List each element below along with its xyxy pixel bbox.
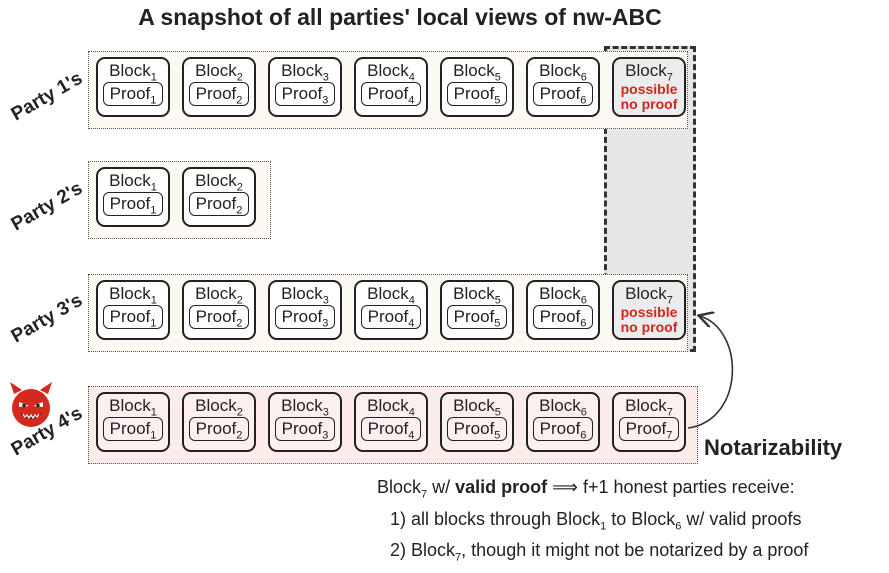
line2-sub-b: 6 bbox=[675, 520, 682, 533]
block-label: Block1 bbox=[109, 171, 157, 194]
proof-box: Proof5 bbox=[447, 417, 507, 441]
block-label: Block3 bbox=[281, 61, 329, 84]
proof-box: Proof2 bbox=[189, 417, 249, 441]
proof-box: Proof4 bbox=[361, 82, 421, 106]
block-label: Block6 bbox=[539, 396, 587, 419]
block-label: Block7 bbox=[625, 61, 673, 84]
block-label: Block6 bbox=[539, 284, 587, 307]
line1-block: Block bbox=[377, 477, 422, 497]
proof-box: Proof4 bbox=[361, 417, 421, 441]
party-2-label: Party 2's bbox=[7, 177, 87, 236]
proof-box: Proof2 bbox=[189, 192, 249, 216]
proof-box: Proof5 bbox=[447, 305, 507, 329]
diagram-title: A snapshot of all parties' local views o… bbox=[138, 4, 662, 30]
line1-block-sub: 7 bbox=[421, 488, 428, 501]
block-label: Block2 bbox=[195, 284, 243, 307]
line1-rest: ⟹ f+1 honest parties receive: bbox=[547, 477, 795, 497]
proof-box: Proof2 bbox=[189, 305, 249, 329]
block-label: Block6 bbox=[539, 61, 587, 84]
line3-sub-a: 7 bbox=[455, 551, 462, 564]
party-3-label: Party 3's bbox=[7, 289, 87, 348]
line3-part-a: 2) Block bbox=[390, 540, 456, 560]
party-1-label: Party 1's bbox=[7, 67, 87, 126]
block-label: Block5 bbox=[453, 396, 501, 419]
proof-box: Proof5 bbox=[447, 82, 507, 106]
proof-box: Proof2 bbox=[189, 82, 249, 106]
proof-box: Proof1 bbox=[103, 305, 163, 329]
block-label: Block7 bbox=[625, 284, 673, 307]
line2-part-b: to Block bbox=[606, 509, 676, 529]
proof-box: Proof3 bbox=[275, 417, 335, 441]
proof-box: Proof3 bbox=[275, 305, 335, 329]
proof-box: Proof6 bbox=[533, 82, 593, 106]
proof-box: Proof1 bbox=[103, 82, 163, 106]
devil-icon bbox=[10, 382, 52, 427]
notarizability-heading: Notarizability bbox=[704, 435, 843, 460]
block-label: Block2 bbox=[195, 396, 243, 419]
block-label: Block2 bbox=[195, 171, 243, 194]
block-label: Block3 bbox=[281, 284, 329, 307]
notarizability-line-2: 1) all blocks through Block1 to Block6 w… bbox=[390, 509, 802, 533]
block-label: Block2 bbox=[195, 61, 243, 84]
line2-sub-a: 1 bbox=[600, 520, 607, 533]
block-label: Block5 bbox=[453, 284, 501, 307]
block-label: Block5 bbox=[453, 61, 501, 84]
notarizability-line-3: 2) Block7, though it might not be notari… bbox=[390, 540, 809, 564]
block-label: Block3 bbox=[281, 396, 329, 419]
line2-part-c: w/ valid proofs bbox=[681, 509, 802, 529]
line1-valid-proof: valid proof bbox=[455, 477, 548, 497]
line3-part-b: , though it might not be notarized by a … bbox=[461, 540, 809, 560]
proof-box: Proof6 bbox=[533, 417, 593, 441]
line1-with: w/ bbox=[427, 477, 456, 497]
block-label: Block4 bbox=[367, 61, 415, 84]
proof-box: Proof4 bbox=[361, 305, 421, 329]
proof-box: Proof7 bbox=[619, 417, 679, 441]
proof-box: Proof3 bbox=[275, 82, 335, 106]
block-label: Block4 bbox=[367, 284, 415, 307]
block-label: Block1 bbox=[109, 61, 157, 84]
notarizability-line-1: Block7 w/ valid proof ⟹ f+1 honest parti… bbox=[377, 477, 795, 501]
block-label: Block1 bbox=[109, 284, 157, 307]
block-label: Block7 bbox=[625, 396, 673, 419]
proof-box: Proof1 bbox=[103, 192, 163, 216]
line2-part-a: 1) all blocks through Block bbox=[390, 509, 601, 529]
block-label: Block1 bbox=[109, 396, 157, 419]
proof-box: Proof6 bbox=[533, 305, 593, 329]
block-label: Block4 bbox=[367, 396, 415, 419]
proof-box: Proof1 bbox=[103, 417, 163, 441]
